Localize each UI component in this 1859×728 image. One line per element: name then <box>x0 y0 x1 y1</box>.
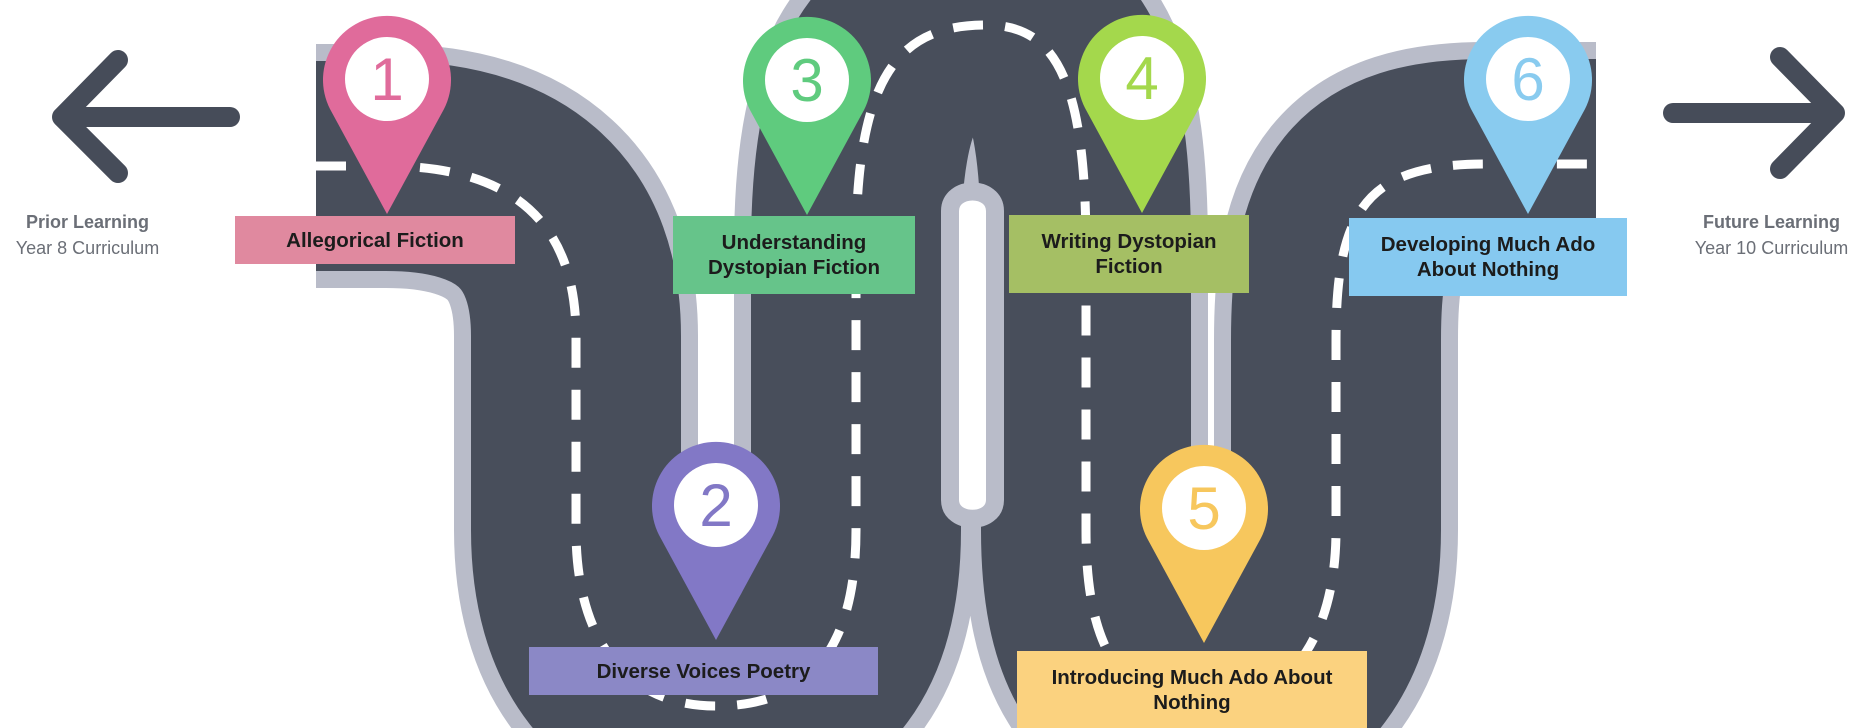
future-learning-text: Future Learning Year 10 Curriculum <box>1684 209 1859 261</box>
stop-number-1: 1 <box>370 46 403 113</box>
map-pin-icon-4: 4 <box>1078 14 1206 214</box>
stop-number-4: 4 <box>1125 45 1158 112</box>
stop-number-2: 2 <box>699 472 732 539</box>
stop-label-1: Allegorical Fiction <box>235 216 515 264</box>
future-learning-subtitle: Year 10 Curriculum <box>1694 238 1849 259</box>
prior-learning-subtitle: Year 8 Curriculum <box>15 238 160 259</box>
back-arrow-icon[interactable] <box>52 50 240 183</box>
stop-label-3: Understanding Dystopian Fiction <box>673 216 915 294</box>
map-pin-icon-1: 1 <box>323 15 451 215</box>
stop-number-6: 6 <box>1511 46 1544 113</box>
map-pin-icon-3: 3 <box>743 16 872 216</box>
stop-label-2: Diverse Voices Poetry <box>529 647 878 695</box>
map-pin-icon-2: 2 <box>652 441 781 640</box>
forward-arrow-icon[interactable] <box>1663 47 1845 179</box>
stop-number-3: 3 <box>790 47 823 114</box>
map-pin-icon-5: 5 <box>1140 444 1269 643</box>
stop-label-5: Introducing Much Ado About Nothing <box>1017 651 1367 728</box>
prior-learning-title: Prior Learning <box>25 212 150 232</box>
prior-learning-text: Prior Learning Year 8 Curriculum <box>0 209 175 261</box>
winding-road <box>264 0 1608 728</box>
stop-label-6: Developing Much Ado About Nothing <box>1349 218 1627 296</box>
map-pin-icon-6: 6 <box>1464 15 1592 215</box>
future-learning-title: Future Learning <box>1702 212 1840 232</box>
stop-label-4: Writing Dystopian Fiction <box>1009 215 1249 293</box>
stop-number-5: 5 <box>1187 475 1220 542</box>
